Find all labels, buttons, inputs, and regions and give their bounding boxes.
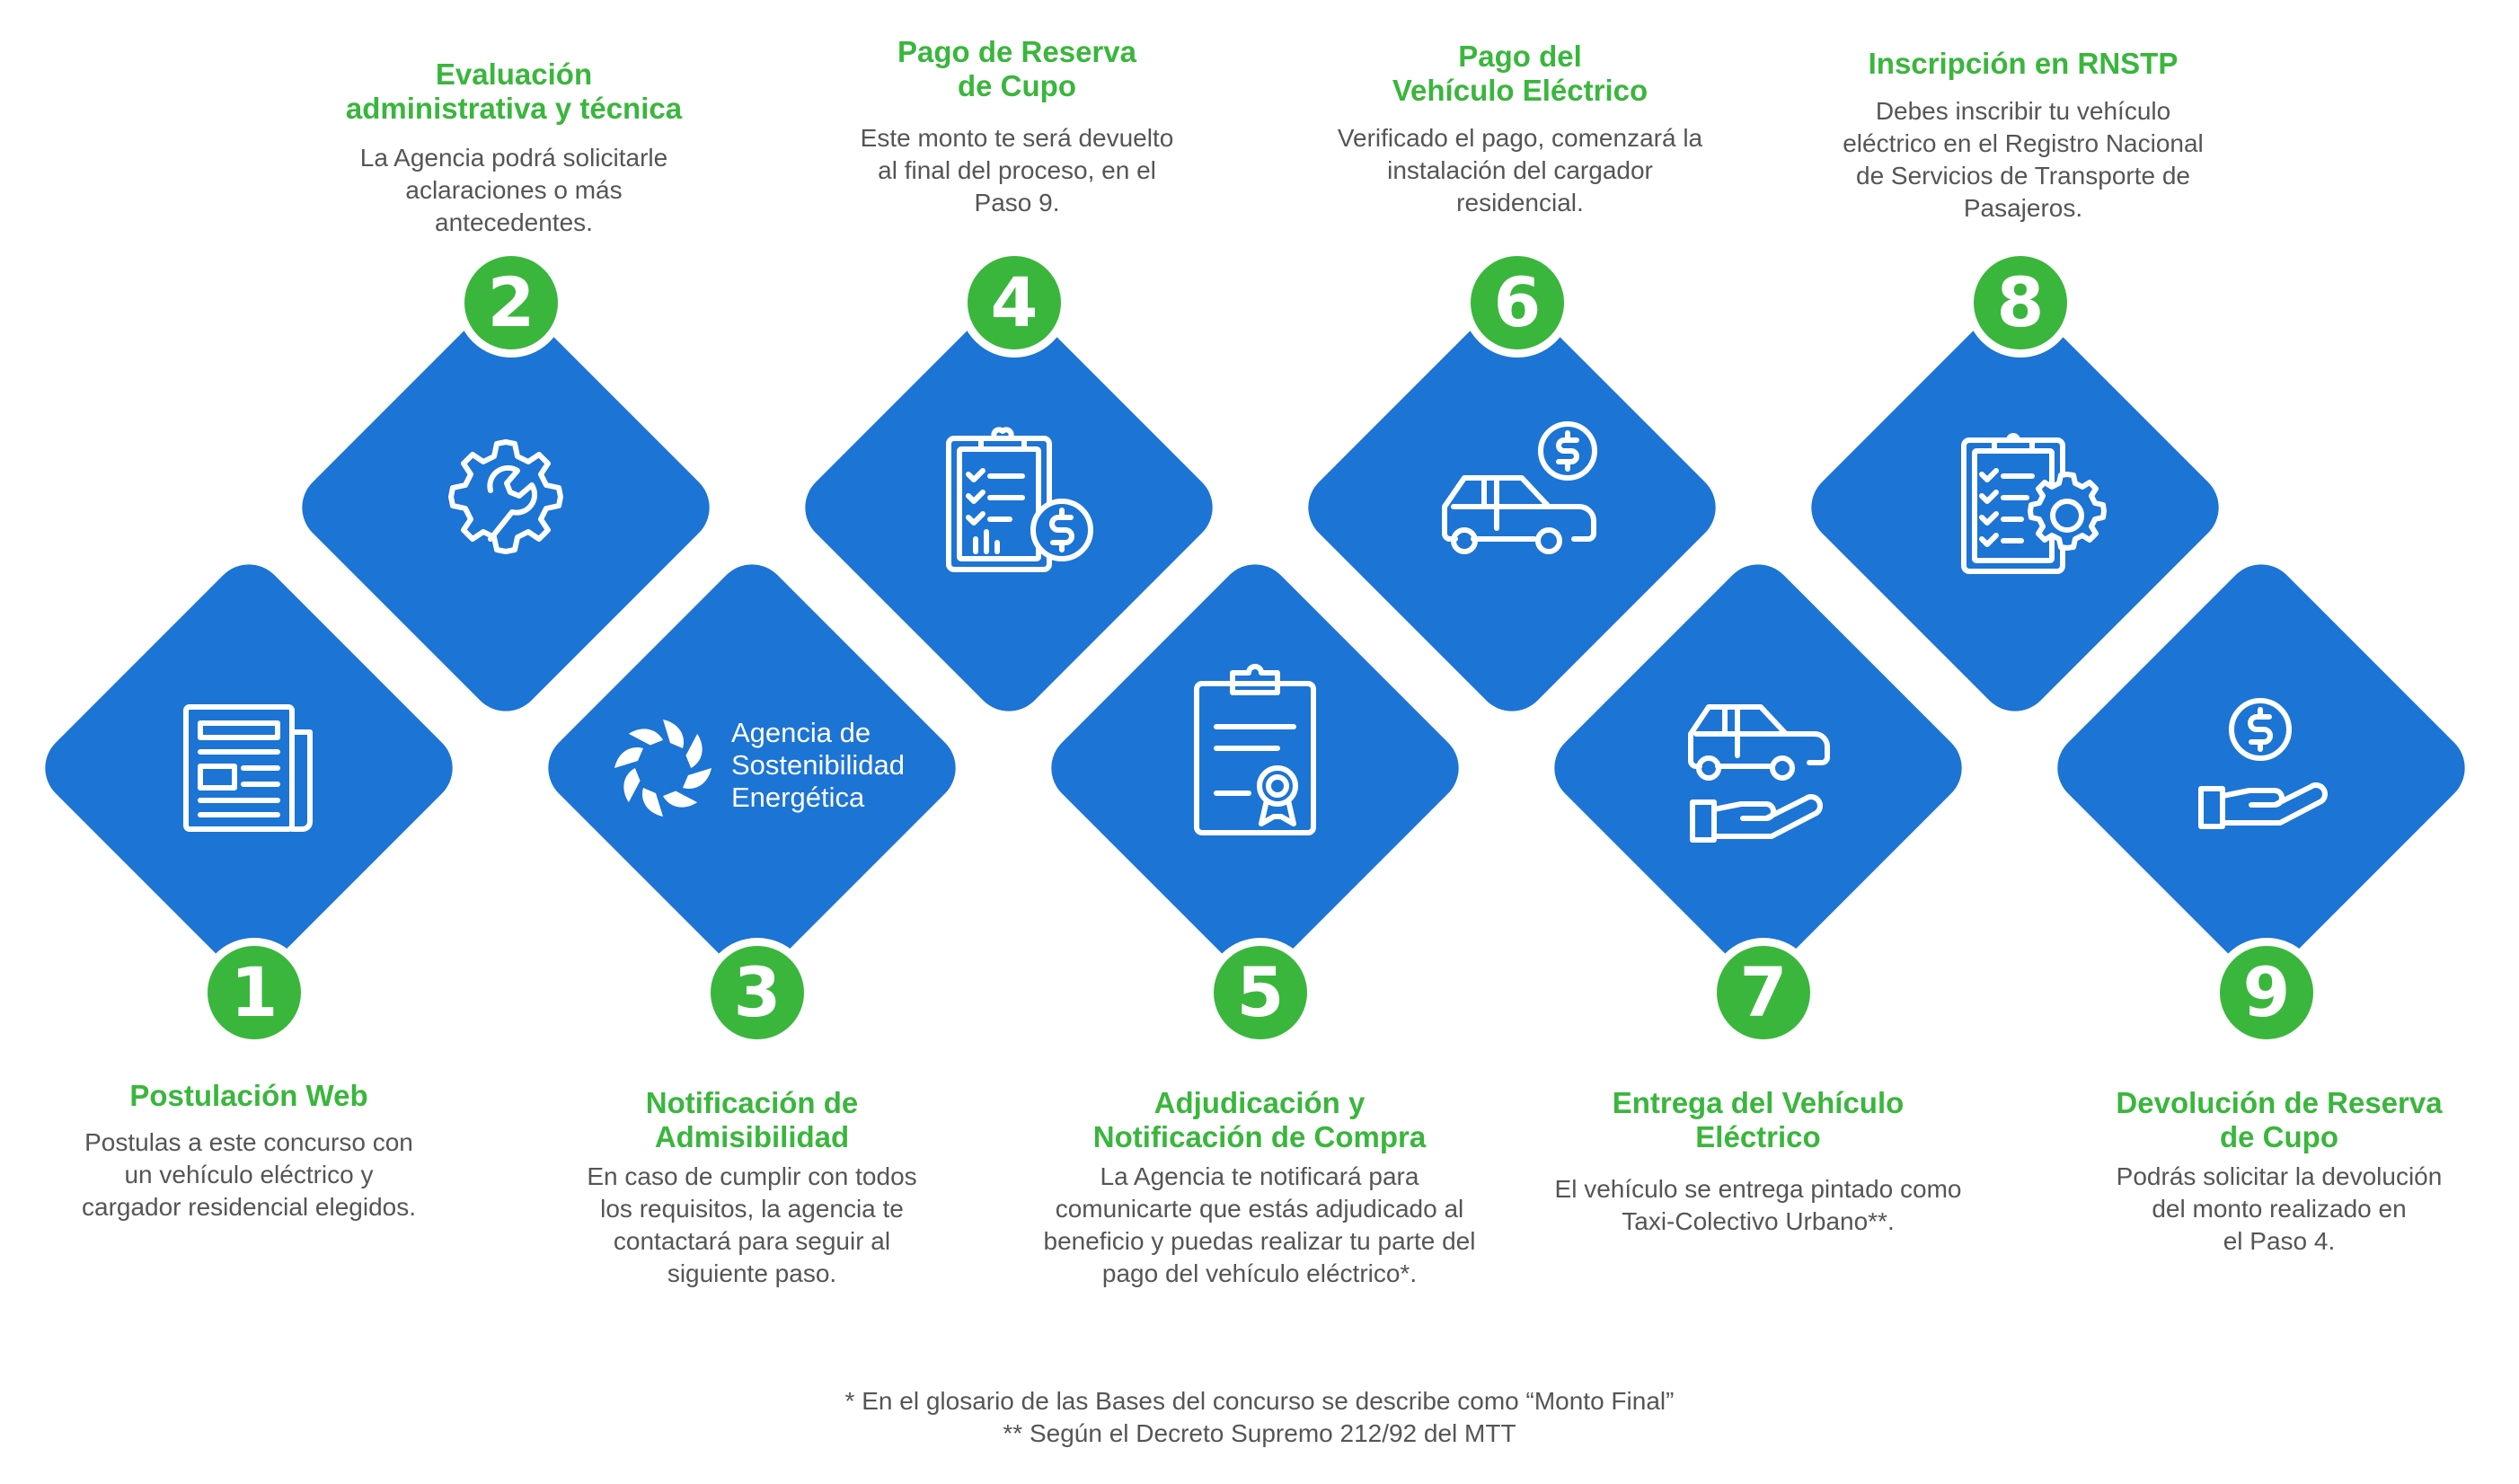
description-line: pago del vehículo eléctrico*. <box>1101 1259 1418 1287</box>
clipboard-dollar-icon <box>946 427 1093 572</box>
step-4-description: Este monto te será devuelto al final del… <box>801 122 1233 219</box>
step-6-title: Pago del Vehículo Eléctrico <box>1304 40 1736 108</box>
step-1-title: Postulación Web <box>33 1079 464 1113</box>
description-line: al final del proceso, en el <box>878 156 1156 184</box>
title-line: administrativa y técnica <box>345 92 683 125</box>
description-line: Verificado el pago, comenzará la <box>1337 124 1703 152</box>
car-dollar-icon <box>1442 421 1597 554</box>
description-line: beneficio y puedas realizar tu parte del <box>1043 1227 1476 1255</box>
logo-line: Energética <box>731 782 865 813</box>
step-7-title: Entrega del Vehículo Eléctrico <box>1542 1086 1974 1154</box>
title-line: de Cupo <box>2220 1120 2338 1153</box>
footnote-line: ** Según el Decreto Supremo 212/92 del M… <box>1003 1419 1516 1447</box>
description-line: de Servicios de Transporte de <box>1856 162 2190 190</box>
footnote-line: * En el glosario de las Bases del concur… <box>844 1387 1675 1415</box>
step-2-title: Evaluación administrativa y técnica <box>298 57 729 126</box>
step-9-badge: 9 <box>2212 938 2321 1047</box>
step-1-description: Postulas a este concurso con un vehículo… <box>33 1126 464 1223</box>
title-line: Admisibilidad <box>654 1120 850 1153</box>
title-line: Eléctrico <box>1695 1120 1821 1153</box>
step-8-title: Inscripción en RNSTP <box>1807 47 2239 81</box>
description-line: Este monto te será devuelto <box>860 124 1174 152</box>
title-line: Vehículo Eléctrico <box>1392 74 1648 107</box>
description-line: residencial. <box>1456 189 1584 216</box>
newspaper-icon <box>183 704 313 832</box>
clipboard-gear-icon <box>1961 433 2107 574</box>
step-1-badge: 1 <box>199 938 309 1047</box>
title-line: Devolución de Reserva <box>2116 1086 2443 1119</box>
title-line: Adjudicación y <box>1153 1086 1366 1119</box>
title-line: Pago del <box>1458 40 1582 73</box>
description-line: Paso 9. <box>974 189 1060 216</box>
title-line: Postulación Web <box>129 1079 368 1112</box>
description-line: El vehículo se entrega pintado como <box>1554 1175 1962 1203</box>
description-line: La Agencia te notificará para <box>1100 1162 1419 1190</box>
step-3-badge: 3 <box>703 938 812 1047</box>
description-line: En caso de cumplir con todos <box>587 1162 917 1190</box>
description-line: cargador residencial elegidos. <box>82 1193 416 1221</box>
agency-logo-icon <box>614 720 712 817</box>
title-line: Notificación de <box>645 1086 859 1119</box>
step-2-description: La Agencia podrá solicitarle aclaracione… <box>298 142 729 239</box>
step-7-badge: 7 <box>1709 938 1818 1047</box>
title-line: Notificación de Compra <box>1092 1120 1427 1153</box>
step-9-description: Podrás solicitar la devolución del monto… <box>2064 1161 2495 1258</box>
description-line: instalación del cargador <box>1387 156 1653 184</box>
description-line: contactará para seguir al <box>613 1227 891 1255</box>
description-line: Pasajeros. <box>1963 194 2083 222</box>
description-line: Postulas a este concurso con <box>84 1128 413 1156</box>
description-line: los requisitos, la agencia te <box>600 1195 904 1223</box>
description-line: un vehículo eléctrico y <box>124 1161 374 1188</box>
description-line: La Agencia podrá solicitarle <box>359 144 668 172</box>
step-6-description: Verificado el pago, comenzará la instala… <box>1304 122 1736 219</box>
description-line: eléctrico en el Registro Nacional <box>1843 129 2204 157</box>
description-line: el Paso 4. <box>2223 1227 2336 1255</box>
title-line: Inscripción en RNSTP <box>1868 47 2179 80</box>
step-7-description: El vehículo se entrega pintado como Taxi… <box>1542 1173 1974 1238</box>
step-9-title: Devolución de Reserva de Cupo <box>2064 1086 2495 1154</box>
title-line: Evaluación <box>435 57 593 91</box>
footnotes: * En el glosario de las Bases del concur… <box>0 1385 2519 1450</box>
logo-line: Sostenibilidad <box>731 749 906 781</box>
step-8-description: Debes inscribir tu vehículo eléctrico en… <box>1807 95 2239 225</box>
step-5-title: Adjudicación y Notificación de Compra <box>1035 1086 1484 1154</box>
description-line: Podrás solicitar la devolución <box>2116 1162 2443 1190</box>
description-line: antecedentes. <box>435 208 593 236</box>
description-line: del monto realizado en <box>2152 1195 2407 1223</box>
description-line: Debes inscribir tu vehículo <box>1875 97 2171 125</box>
title-line: Pago de Reserva <box>897 35 1136 68</box>
step-6-badge: 6 <box>1463 248 1572 358</box>
step-2-badge: 2 <box>456 248 566 358</box>
title-line: de Cupo <box>958 69 1076 102</box>
car-hand-icon <box>1688 704 1830 843</box>
logo-line: Agencia de <box>731 717 871 748</box>
step-5-badge: 5 <box>1206 938 1315 1047</box>
gear-wrench-icon <box>448 439 563 554</box>
hand-dollar-icon <box>2198 698 2328 829</box>
title-line: Entrega del Vehículo <box>1612 1086 1905 1119</box>
step-4-badge: 4 <box>959 248 1069 358</box>
step-3-description: En caso de cumplir con todos los requisi… <box>536 1161 968 1290</box>
step-3-title: Notificación de Admisibilidad <box>536 1086 968 1154</box>
step-5-description: La Agencia te notificará para comunicart… <box>1008 1161 1511 1290</box>
agency-logo-text: Agencia de Sostenibilidad Energética <box>731 717 905 814</box>
step-4-title: Pago de Reserva de Cupo <box>801 35 1233 103</box>
description-line: siguiente paso. <box>667 1259 837 1287</box>
certificate-icon <box>1194 664 1316 835</box>
description-line: comunicarte que estás adjudicado al <box>1055 1195 1464 1223</box>
description-line: Taxi-Colectivo Urbano**. <box>1622 1207 1895 1235</box>
step-8-badge: 8 <box>1966 248 2075 358</box>
description-line: aclaraciones o más <box>405 176 623 204</box>
